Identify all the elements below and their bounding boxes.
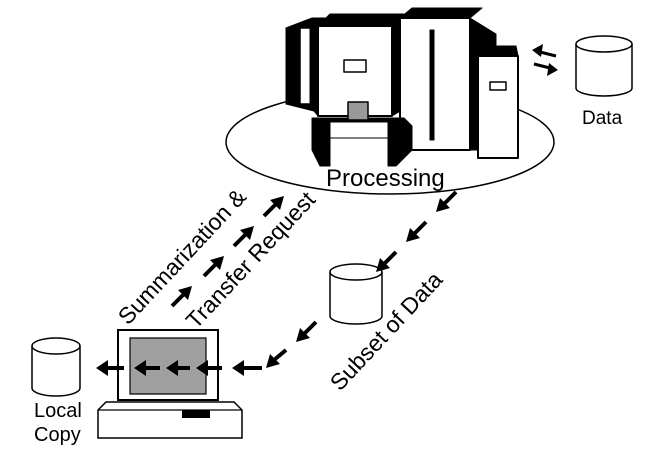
data-cylinder-icon bbox=[575, 35, 633, 97]
bidirectional-arrow-icon bbox=[532, 44, 558, 76]
arrow-subset-1 bbox=[442, 190, 458, 206]
local-copy-cylinder-icon bbox=[31, 337, 81, 397]
local-arrows bbox=[96, 360, 262, 376]
personal-computer-icon bbox=[97, 329, 243, 439]
local-copy-label-line2: Copy bbox=[34, 424, 81, 446]
arrow-request-3 bbox=[232, 232, 248, 248]
arrow-subset-3 bbox=[382, 250, 398, 266]
processing-label: Processing bbox=[326, 165, 445, 192]
arrow-subset-2 bbox=[412, 220, 428, 236]
mainframe-computer-icon bbox=[285, 7, 519, 167]
arrow-request-1 bbox=[170, 292, 186, 308]
arrow-subset-5 bbox=[272, 348, 288, 362]
subset-cylinder-icon bbox=[329, 263, 383, 325]
arrow-request-2 bbox=[202, 262, 218, 278]
summarization-label: Summarization & bbox=[113, 184, 251, 330]
transfer-label: Transfer Request bbox=[181, 186, 321, 334]
arrow-subset-4 bbox=[302, 320, 318, 336]
arrow-request-4 bbox=[262, 202, 278, 218]
data-label: Data bbox=[582, 108, 623, 129]
subset-arrows bbox=[266, 190, 458, 368]
request-arrows bbox=[170, 196, 284, 308]
local-copy-label-line1: Local bbox=[34, 400, 82, 422]
